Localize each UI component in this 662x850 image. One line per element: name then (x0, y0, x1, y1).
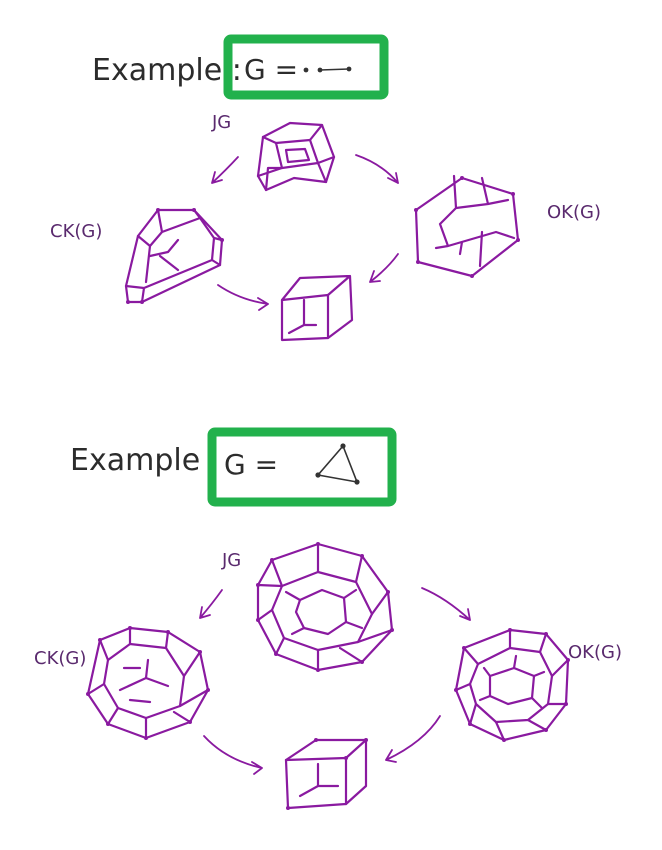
example-1-bottom-cube (280, 274, 354, 342)
example-1-top-polytope (256, 121, 336, 192)
example-2-right-label: OK(G) (568, 642, 622, 663)
example-2-bottom-cube (284, 738, 368, 810)
example-2-graph (315, 443, 360, 485)
example-1-highlight-box (223, 34, 389, 100)
example-2-highlight-box (207, 427, 397, 507)
example-1-top-label: JG (211, 112, 231, 133)
example-2-right-polytope (454, 628, 570, 742)
example-2: Example : G = JG CK(G) OK( (34, 427, 622, 810)
example-1-right-polytope (414, 174, 520, 278)
example-2-left-polytope (86, 626, 210, 740)
example-1-graph (303, 66, 352, 73)
example-1-left-polytope (124, 208, 224, 304)
example-1-heading: Example : (92, 53, 242, 88)
example-2-top-label: JG (221, 550, 241, 571)
example-2-top-polytope (256, 542, 394, 672)
example-2-left-label: CK(G) (34, 648, 86, 669)
example-1: Example : G = JG CK(G) OK(G) (50, 34, 601, 342)
example-2-arrows (199, 587, 471, 775)
example-1-graph-label: G = (244, 53, 298, 86)
example-1-left-label: CK(G) (50, 221, 102, 242)
example-2-heading: Example : (70, 443, 220, 478)
example-1-arrows (211, 154, 399, 311)
example-1-right-label: OK(G) (547, 202, 601, 223)
example-2-graph-label: G = (224, 448, 278, 481)
